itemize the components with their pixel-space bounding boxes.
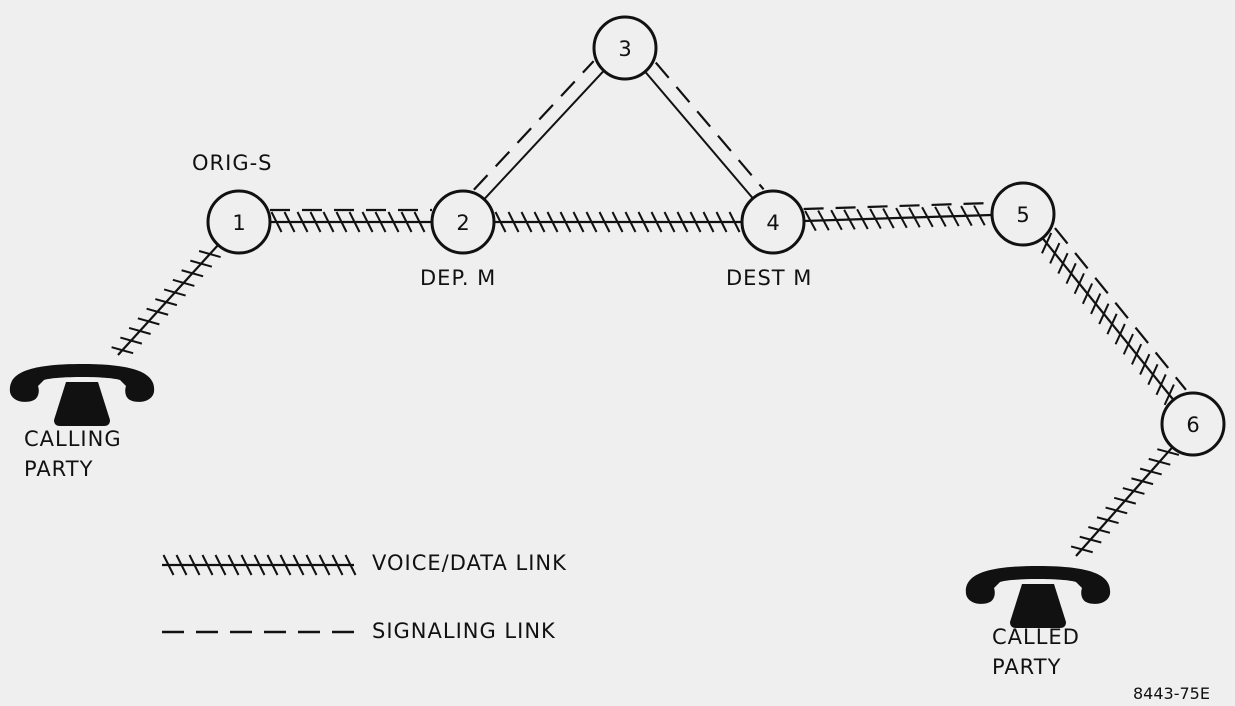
phones-layer [9,364,1111,628]
calling-party-phone-icon [9,364,155,426]
node-1-number: 1 [232,211,245,235]
destination-mux-label: DEST M [726,266,813,290]
node-6-circle [1160,391,1226,457]
node-3-circle [592,15,658,81]
nodes-layer: 1 2 3 4 5 6 [206,15,1226,457]
node-6: 6 [1160,391,1226,457]
legend-signaling-label: SIGNALING LINK [372,619,556,643]
link-5-6-signaling [1054,227,1187,391]
link-2-3-signaling [473,60,595,191]
node-2-circle [430,189,496,255]
node-4-number: 4 [766,211,779,235]
departure-mux-label: DEP. M [420,266,497,290]
link-4-5-voice-data [803,205,993,232]
figure-id: 8443-75E [1133,684,1210,703]
node-3-number: 3 [618,37,631,61]
node-4: 4 [740,189,806,255]
link-1-2-voice-data [270,211,432,233]
called-party-label: CALLED PARTY [992,622,1080,682]
calling-party-line2: PARTY [24,457,94,481]
link-5-6-voice-data [1041,232,1175,406]
link-4-5-signaling [803,201,992,211]
node-1: 1 [206,189,272,255]
link-6-called-party-voice-data [1070,446,1180,557]
calling-party-label: CALLING PARTY [24,424,122,484]
node-5-number: 5 [1016,203,1029,227]
legend-voice-data-line [162,554,357,576]
node-6-number: 6 [1186,413,1199,437]
link-calling-party-1-voice-data [111,244,221,356]
node-2-number: 2 [456,211,469,235]
node-4-circle [740,189,806,255]
link-2-4-voice-data [494,211,742,233]
called-party-line1: CALLED [992,625,1080,649]
node-1-circle [206,189,272,255]
called-party-line2: PARTY [992,655,1062,679]
node-5: 5 [990,181,1056,247]
legend-voice-data-label: VOICE/DATA LINK [372,551,567,575]
legend-lines [162,554,357,634]
link-3-4-signaling [654,61,765,191]
calling-party-line1: CALLING [24,427,122,451]
node-2: 2 [430,189,496,255]
node-5-circle [990,181,1056,247]
orig-switch-label: ORIG-S [192,151,273,175]
links-layer [111,60,1187,557]
called-party-phone-icon [965,566,1111,628]
link-2-3-plain [483,70,605,200]
node-3: 3 [592,15,658,81]
link-3-4-plain [644,70,754,200]
